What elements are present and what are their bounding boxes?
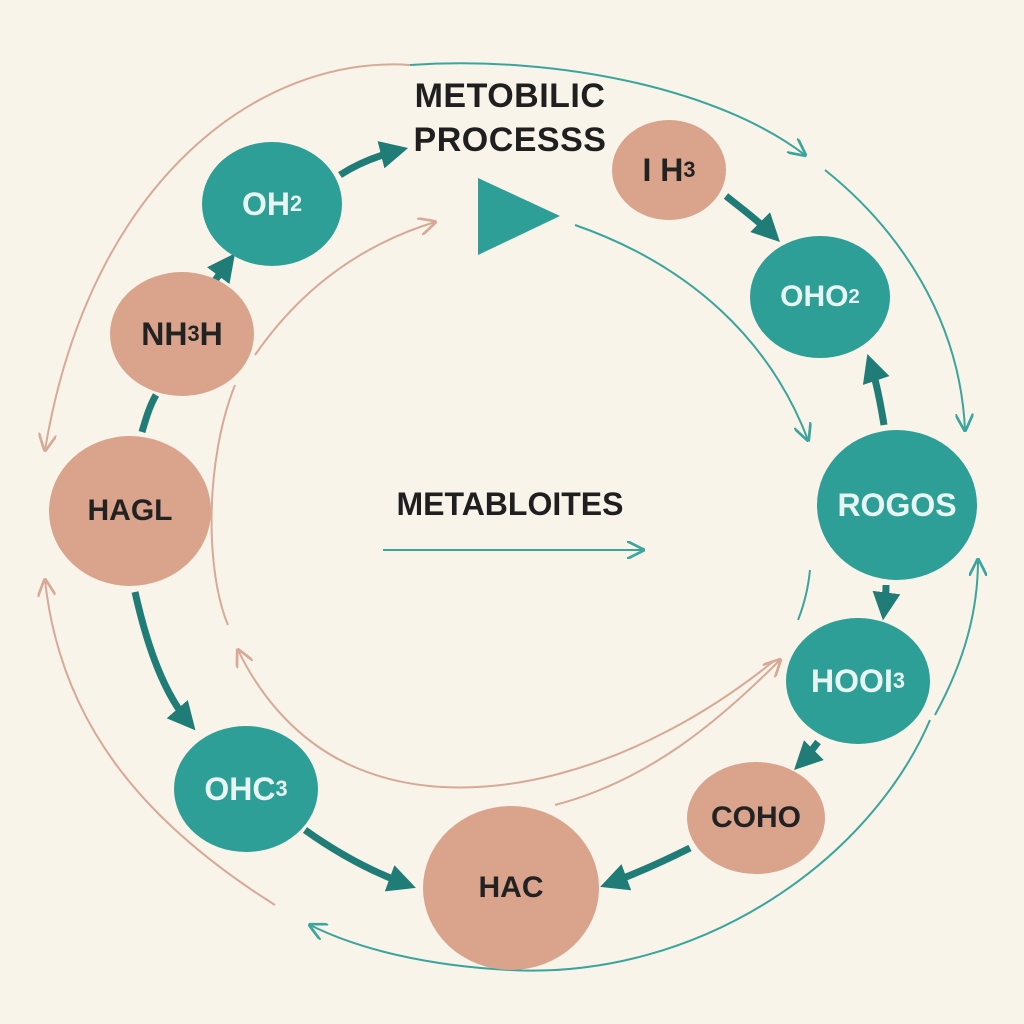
node-subscript: 3 <box>892 668 905 693</box>
title-line-1: METOBILIC <box>414 77 606 115</box>
arrow-rogos-to-hooi3 <box>872 584 901 621</box>
node-label-tail: H <box>199 315 223 352</box>
node-hac: HAC <box>423 806 599 970</box>
node-subscript: 2 <box>848 285 860 308</box>
node-subscript: 3 <box>683 157 696 182</box>
node-label: NH <box>141 315 188 352</box>
node-subscript: 2 <box>289 191 303 216</box>
inner-arc-right-lower-teal <box>797 569 811 621</box>
node-label: HOOI <box>811 662 893 699</box>
inner-arc-right-teal <box>574 224 808 440</box>
node-subscript: 3 <box>187 321 200 346</box>
diagram-title: METOBILIC PROCESSS <box>360 74 660 162</box>
node-label: OH <box>241 185 290 222</box>
inner-arc-top-pink <box>254 222 435 356</box>
inner-arc-bottom-pink <box>238 650 776 789</box>
outer-arc-left-pink <box>45 580 276 906</box>
outer-arc-right-teal <box>824 169 965 430</box>
node-rogos: ROGOS <box>817 430 977 580</box>
center-label: METABLOITES <box>396 486 624 522</box>
arrow-ohc3-to-hac <box>302 827 416 892</box>
node-coho: COHO <box>687 762 825 874</box>
node-label: HAC <box>478 871 544 904</box>
play-triangle-icon <box>478 178 560 255</box>
inner-arc-left-pink <box>210 384 236 626</box>
node-label: OHC <box>204 770 276 807</box>
title-line-2: PROCESSS <box>413 121 607 159</box>
outer-arc-bottom-teal <box>310 719 931 972</box>
node-hagl: HAGL <box>49 436 211 586</box>
arrow-oh2-to-title <box>338 141 409 178</box>
arrow-hagl-to-ohc3 <box>131 591 196 731</box>
node-label: COHO <box>711 801 801 834</box>
node-label: ROGOS <box>837 486 957 523</box>
arrow-coho-to-hac <box>600 844 692 891</box>
arrow-hagl-to-nh3h <box>138 393 160 433</box>
node-subscript: 3 <box>275 776 288 801</box>
outer-arc-top-pink <box>45 63 411 450</box>
node-label: I H <box>642 151 684 188</box>
arrow-ih3-to-oho2 <box>723 193 780 242</box>
arrow-hooi3-to-coho <box>794 739 824 770</box>
outer-arc-bottom-right-teal <box>934 560 978 716</box>
inner-arc-bottom-pink-start <box>554 660 780 806</box>
node-label: HAGL <box>87 494 173 527</box>
outer-arc-top-teal <box>409 62 805 155</box>
node-label: OHO <box>780 280 849 313</box>
arrow-rogos-to-oho2 <box>862 354 890 426</box>
